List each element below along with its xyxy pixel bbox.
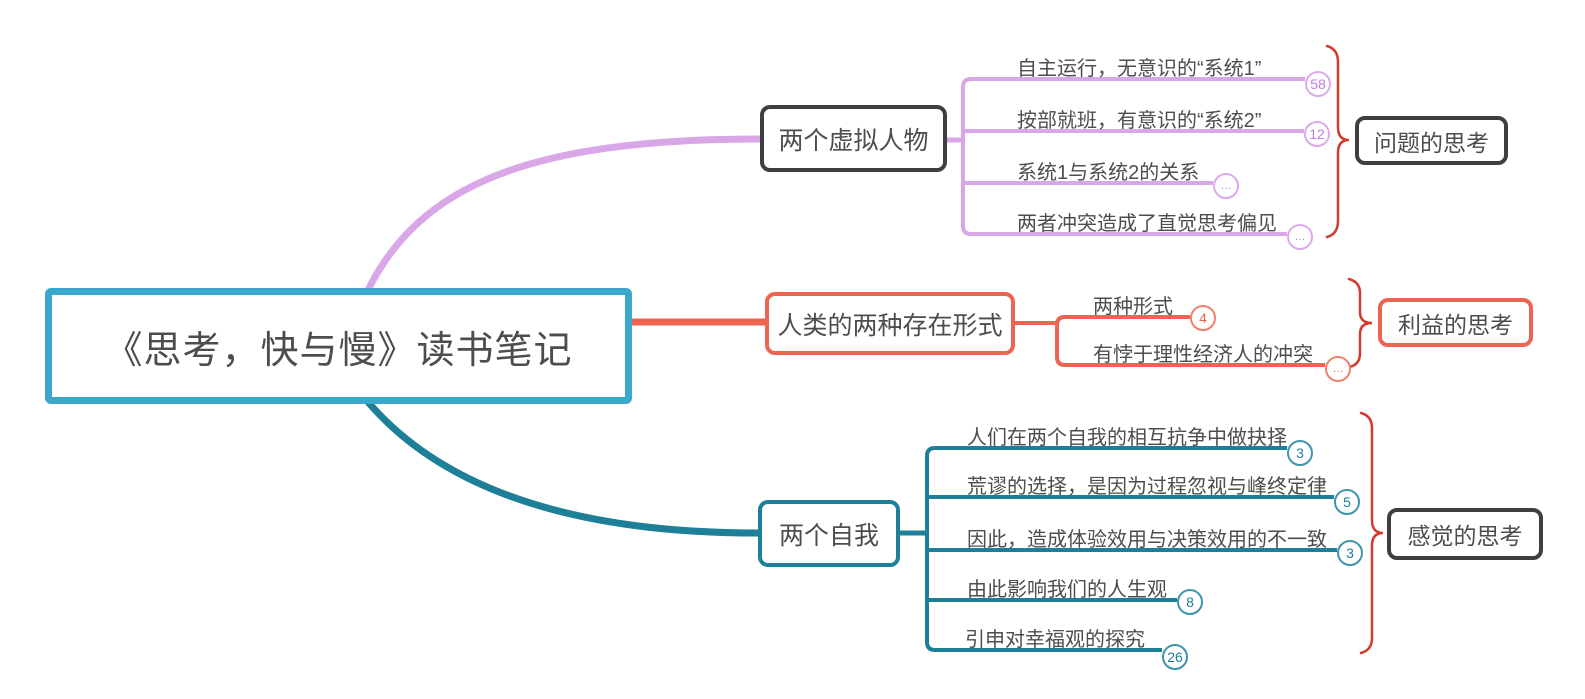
branch-curve-purple bbox=[364, 135, 764, 294]
branch-node-two-selves[interactable]: 两个自我 bbox=[758, 500, 900, 567]
mindmap-item[interactable]: 人们在两个自我的相互抗争中做抉择 bbox=[967, 427, 1287, 449]
brace-top bbox=[1325, 44, 1350, 239]
item-count-badge[interactable]: … bbox=[1213, 173, 1239, 199]
summary-node-label: 问题的思考 bbox=[1374, 129, 1489, 156]
branch-node-label: 人类的两种存在形式 bbox=[777, 311, 1003, 340]
item-count-badge[interactable]: 26 bbox=[1162, 644, 1188, 670]
item-count-badge[interactable]: 4 bbox=[1190, 305, 1216, 331]
summary-node-feelings[interactable]: 感觉的思考 bbox=[1387, 508, 1543, 560]
root-node-label: 《思考，快与慢》读书笔记 bbox=[104, 329, 573, 372]
item-count-badge[interactable]: 8 bbox=[1177, 589, 1203, 615]
mindmap-item[interactable]: 荒谬的选择，是因为过程忽视与峰终定律 bbox=[967, 476, 1327, 498]
summary-node-label: 感觉的思考 bbox=[1407, 523, 1523, 549]
mindmap-item[interactable]: 两种形式 bbox=[1093, 296, 1173, 318]
item-count-badge[interactable]: 3 bbox=[1337, 540, 1363, 566]
summary-node-label: 利益的思考 bbox=[1398, 311, 1513, 338]
item-count-badge[interactable]: … bbox=[1325, 356, 1351, 382]
item-count-badge[interactable]: 58 bbox=[1305, 71, 1331, 97]
summary-node-interests[interactable]: 利益的思考 bbox=[1378, 298, 1533, 347]
branch-node-label: 两个虚拟人物 bbox=[778, 126, 929, 155]
branch-node-virtual-characters[interactable]: 两个虚拟人物 bbox=[760, 105, 947, 172]
item-count-badge[interactable]: 12 bbox=[1304, 121, 1330, 147]
item-count-badge[interactable]: 5 bbox=[1334, 489, 1360, 515]
mindmap-item[interactable]: 因此，造成体验效用与决策效用的不一致 bbox=[967, 529, 1327, 551]
item-count-badge[interactable]: 3 bbox=[1287, 440, 1313, 466]
summary-node-questions[interactable]: 问题的思考 bbox=[1355, 116, 1508, 165]
mindmap-item[interactable]: 按部就班，有意识的“系统2” bbox=[1017, 110, 1262, 132]
brace-middle bbox=[1347, 277, 1373, 369]
mindmap-item[interactable]: 两者冲突造成了直觉思考偏见 bbox=[1017, 213, 1277, 235]
mindmap-item[interactable]: 引申对幸福观的探究 bbox=[965, 629, 1145, 651]
branch-curve-teal bbox=[364, 398, 762, 537]
branch-node-existence-forms[interactable]: 人类的两种存在形式 bbox=[765, 292, 1015, 355]
brace-bottom bbox=[1359, 411, 1384, 655]
branch-node-label: 两个自我 bbox=[778, 521, 879, 550]
item-count-badge[interactable]: … bbox=[1287, 224, 1313, 250]
red-bracket-spine bbox=[1055, 315, 1325, 367]
root-node[interactable]: 《思考，快与慢》读书笔记 bbox=[45, 288, 632, 404]
purple-bracket-spine bbox=[961, 77, 1305, 236]
mindmap-item[interactable]: 有悖于理性经济人的冲突 bbox=[1093, 344, 1313, 366]
mindmap-item[interactable]: 由此影响我们的人生观 bbox=[967, 579, 1167, 601]
mindmap-item[interactable]: 系统1与系统2的关系 bbox=[1017, 162, 1200, 184]
mindmap-item[interactable]: 自主运行，无意识的“系统1” bbox=[1017, 58, 1262, 80]
